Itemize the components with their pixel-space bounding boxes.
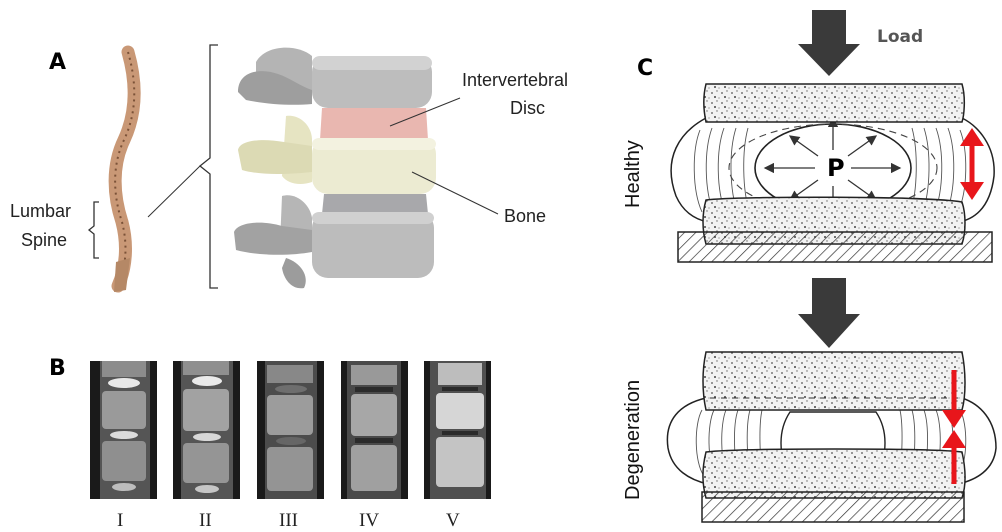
- degenerated-disc: [667, 352, 996, 522]
- pressure-label: P: [825, 154, 847, 182]
- load-arrow-top: [798, 10, 860, 76]
- load-arrow-middle: [798, 278, 860, 348]
